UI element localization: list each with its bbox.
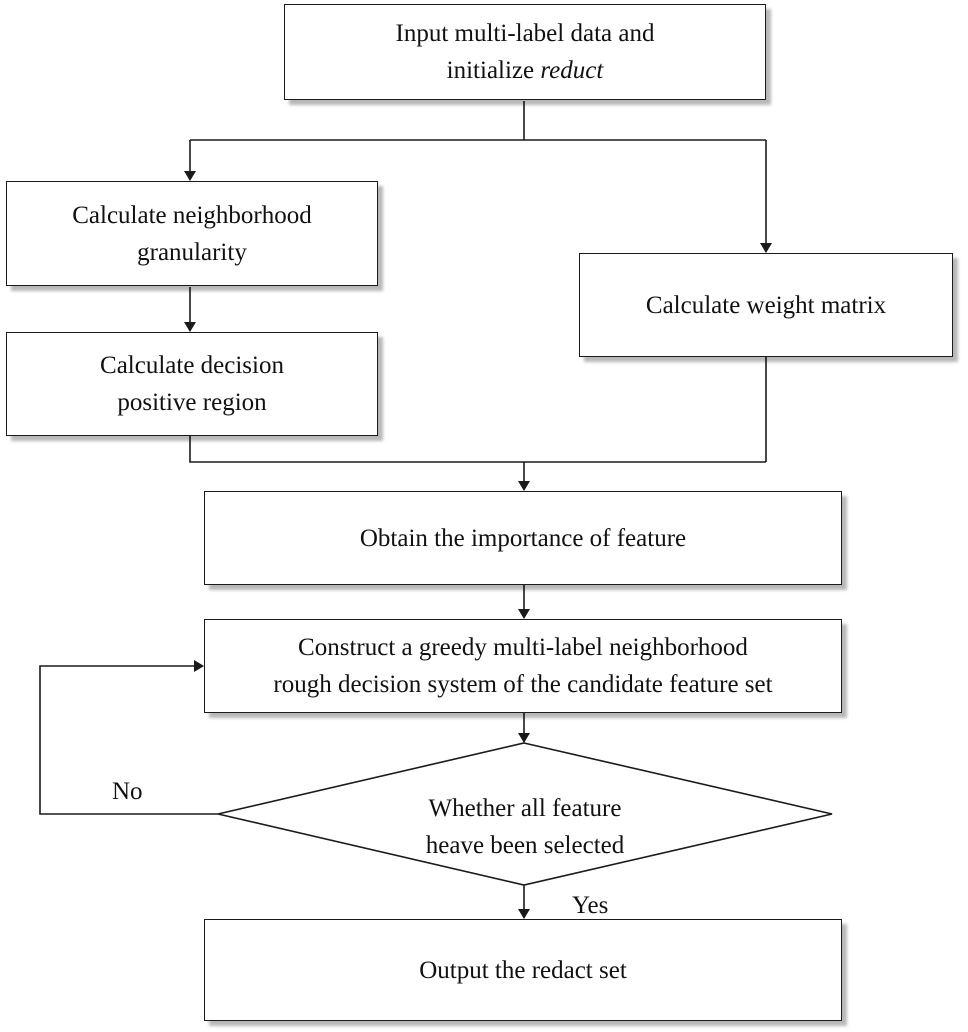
input-line-1: Input multi-label data and: [395, 20, 655, 47]
decision-text-area: Whether all feature heave been selected: [290, 782, 760, 872]
neighborhood-granularity-box: Calculate neighborhood granularity: [6, 181, 378, 286]
decision-diamond: [217, 742, 833, 886]
input-data-box: Input multi-label data and initialize re…: [284, 4, 766, 100]
construct-system-text: Construct a greedy multi-label neighborh…: [273, 634, 773, 698]
decision-text: Whether all feature heave been selected: [425, 795, 625, 859]
neighborhood-granularity-text: Calculate neighborhood granularity: [72, 201, 312, 266]
importance-text: Obtain the importance of feature: [359, 524, 687, 552]
edge-no-loop: [39, 660, 218, 815]
reduct-variable: reduct: [540, 57, 604, 84]
weight-matrix-text: Calculate weight matrix: [645, 291, 887, 319]
output-box: Output the redact set: [204, 919, 842, 1021]
no-label: No: [112, 778, 143, 805]
weight-matrix-box: Calculate weight matrix: [579, 253, 953, 357]
decision-positive-region-text: Calculate decision positive region: [100, 352, 284, 416]
edge-positive-region-merge: [189, 436, 766, 463]
decision-positive-region-box: Calculate decision positive region: [6, 332, 378, 436]
output-text: Output the redact set: [419, 956, 627, 984]
input-line-2: initialize reduct: [396, 52, 655, 89]
importance-box: Obtain the importance of feature: [204, 491, 842, 585]
construct-system-box: Construct a greedy multi-label neighborh…: [204, 619, 842, 713]
input-line-2-prefix: initialize: [446, 57, 541, 84]
yes-label: Yes: [572, 892, 609, 919]
